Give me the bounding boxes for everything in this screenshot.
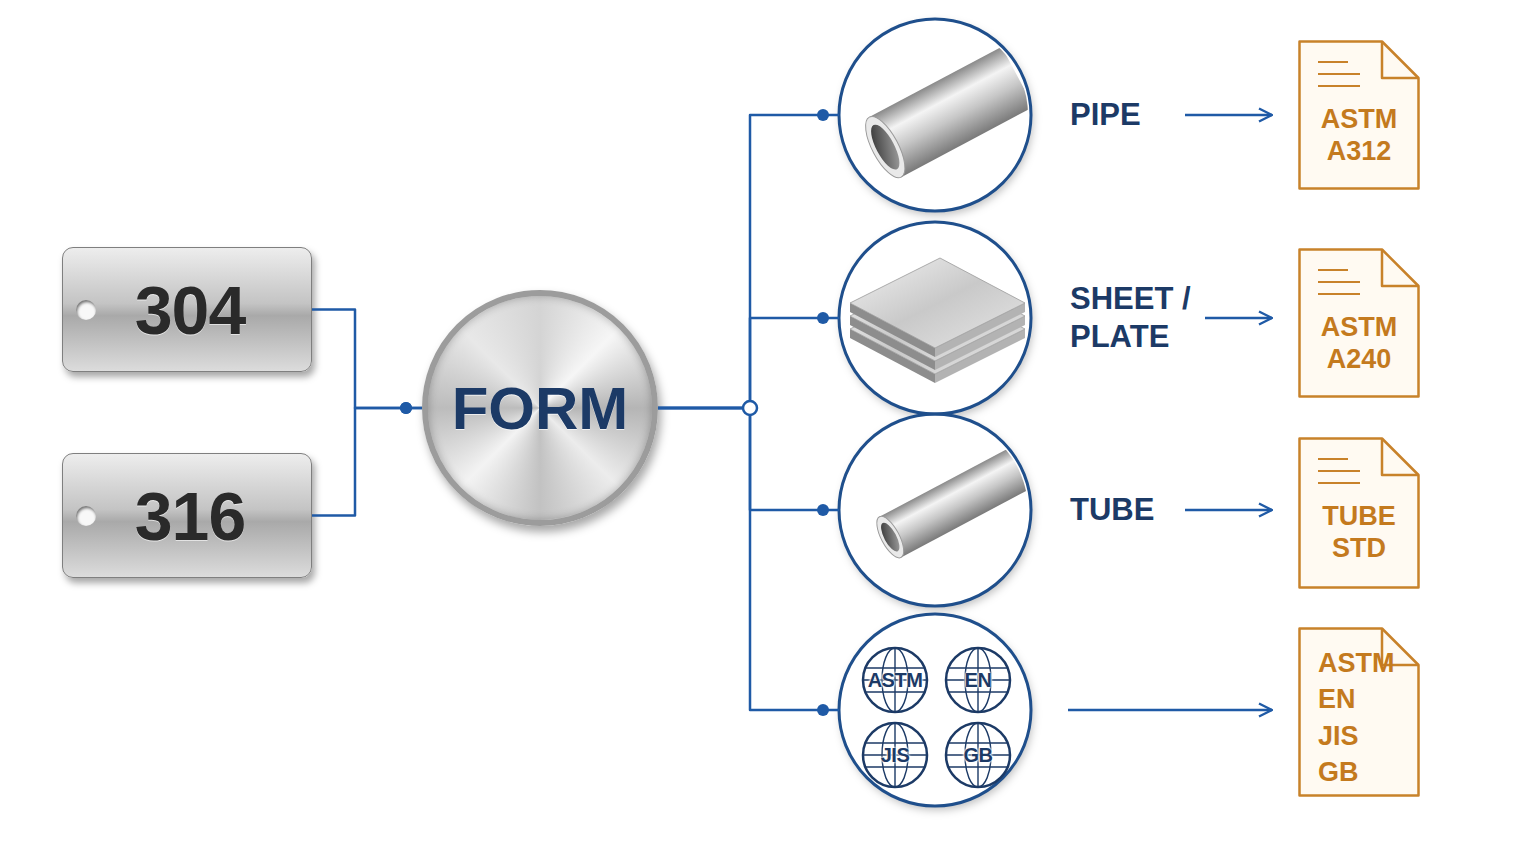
junction-dot [817,312,829,324]
document-fold [1382,439,1419,476]
form-label: TUBE [1070,491,1154,529]
connector [658,115,839,408]
connector [312,310,422,409]
split-junction [743,401,757,415]
document-body [1300,42,1419,189]
document-lines [1318,270,1360,294]
standard-globe: GB [944,721,1012,789]
circle-outline [839,222,1031,414]
form-label: PIPE [1070,96,1141,134]
standard-globe: EN [944,646,1012,714]
junction-dot [400,402,412,414]
document-fold [1382,42,1419,79]
circle-fill [839,614,1031,806]
junction-dot [400,402,412,414]
standard-code: ASTM A312 [1321,104,1398,168]
connector [312,408,422,516]
form-label: FORM [452,374,629,443]
standard-name: GB [944,744,1012,767]
pipe-end [858,111,913,183]
junction-dot [817,109,829,121]
circle-outline [839,614,1031,806]
junction-dot [817,504,829,516]
pipe-bore [866,121,905,174]
grade-tag: 316 [62,453,312,578]
standard-name: ASTM [861,669,929,692]
document-body [1300,629,1419,796]
tag-hole [76,506,96,526]
connector [1068,709,1272,712]
grade-number: 316 [135,477,245,555]
junction-dot [817,704,829,716]
circle-fill [839,222,1031,414]
document-lines [1318,459,1360,483]
circle-outline [839,19,1031,211]
product-form-circle: PIPE [839,19,1185,211]
form-disc: FORM [422,290,658,526]
standard-globe: JIS [861,721,929,789]
standard-document: TUBE STD [1298,437,1420,589]
sheet-layer [850,258,1025,357]
tube-end [872,513,909,562]
sheet-illustration [850,258,1025,383]
standard-code: ASTM A240 [1321,312,1398,376]
standard-name: JIS [861,744,929,767]
document-body [1300,250,1419,397]
tube-body [879,446,1033,557]
standards-circle: ASTM EN JIS GB [839,614,1068,806]
tube-bore [877,520,903,554]
standard-code: TUBE STD [1322,501,1396,565]
grade-tag: 304 [62,247,312,372]
circle-outline [839,414,1031,606]
circle-outlines [839,19,1031,806]
standard-document: ASTM A240 [1298,248,1420,398]
document-lines [1318,62,1360,86]
connectors [312,109,1272,716]
document-fold [1382,250,1419,287]
standard-name: EN [944,669,1012,692]
standard-globe: ASTM [861,646,929,714]
document-body [1300,439,1419,588]
connector [658,408,839,510]
standard-document: ASTM A312 [1298,40,1420,190]
standard-code: ASTM EN JIS GB [1318,645,1395,791]
connector [658,408,839,710]
connector [658,318,839,408]
product-form-circle: SHEET / PLATE [839,222,1205,414]
standard-document: ASTM EN JIS GB [1298,627,1420,797]
tube-illustration [872,446,1034,561]
tag-hole [76,300,96,320]
product-form-circle: TUBE [839,414,1185,606]
connector [1185,509,1272,512]
pipe-illustration [858,47,1034,184]
connector [1205,317,1272,320]
connector [1185,114,1272,117]
grade-number: 304 [135,271,245,349]
form-label: SHEET / PLATE [1070,280,1210,356]
